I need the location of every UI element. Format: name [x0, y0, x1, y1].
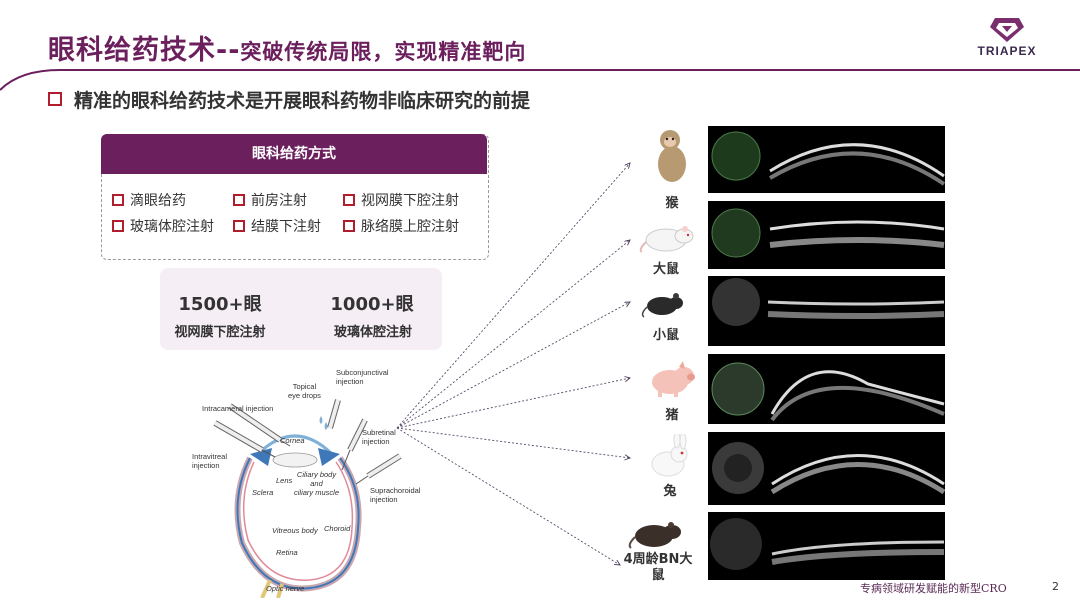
logo-mark-icon: [990, 18, 1024, 42]
label-sclera: Sclera: [252, 488, 274, 497]
animal-label: 猴: [665, 196, 679, 211]
option-square-icon: [112, 220, 124, 232]
option-square-icon: [343, 220, 355, 232]
oct-scan-image: [708, 432, 945, 505]
oct-scan-image: [708, 512, 945, 580]
option-square-icon: [233, 220, 245, 232]
title-sub: 突破传统局限，实现精准靶向: [240, 40, 527, 64]
label-optic-nerve: Optic nerve: [266, 584, 305, 593]
stat-label: 玻璃体腔注射: [333, 325, 412, 340]
stat-value: 1000+眼: [330, 294, 414, 315]
admin-option: 前房注射: [233, 190, 307, 210]
label-vitreous: Vitreous body: [272, 526, 318, 535]
animal-label: 4周龄BN大 鼠: [623, 552, 693, 583]
label-cornea: Cornea: [280, 436, 305, 445]
animal-label: 兔: [663, 484, 677, 499]
triapex-logo: TRIAPEX: [966, 14, 1048, 62]
oct-scan-image: [708, 276, 945, 346]
oct-scan-image: [708, 126, 945, 193]
animal-label: 大鼠: [652, 262, 679, 277]
oct-scan-image: [708, 201, 945, 269]
option-square-icon: [343, 194, 355, 206]
label-topical: Topical eye drops: [288, 382, 321, 400]
label-suprachoroidal: Suprachoroidal injection: [370, 486, 421, 504]
oct-scan-image: [708, 354, 945, 424]
label-subconjunctival: Subconjunctival injection: [336, 368, 389, 386]
option-square-icon: [233, 194, 245, 206]
label-choroid: Choroid: [324, 524, 351, 533]
label-retina: Retina: [276, 548, 298, 557]
label-subretinal: Subretinal injection: [362, 428, 396, 446]
mouse-icon: [640, 290, 690, 322]
option-square-icon: [112, 194, 124, 206]
pig-icon: [648, 358, 696, 402]
eye-cross-section-icon: [213, 399, 402, 599]
bn-rat-icon: [626, 518, 688, 554]
label-intracameral: Intracameral injection: [202, 404, 274, 413]
rabbit-icon: [646, 431, 692, 482]
rat-icon: [636, 222, 700, 258]
title-main: 眼科给药技术--: [48, 35, 241, 66]
page-number: 2: [1052, 580, 1059, 593]
label-ciliary: Ciliary body and ciliary muscle: [294, 470, 340, 497]
stat-value: 1500+眼: [178, 294, 262, 315]
admin-option: 玻璃体腔注射: [112, 216, 214, 236]
monkey-icon: [648, 124, 696, 190]
bullet-text: 精准的眼科给药技术是开展眼科药物非临床研究的前提: [74, 90, 531, 112]
label-lens: Lens: [276, 476, 293, 485]
stats-panel: [160, 268, 442, 350]
eye-injection-diagram: Topical eye drops Subconjunctival inject…: [190, 358, 450, 599]
bullet-square-icon: [48, 92, 62, 106]
admin-option: 滴眼给药: [112, 190, 186, 210]
label-intravitreal: Intravitreal injection: [192, 452, 228, 470]
page-title: 眼科给药技术--突破传统局限，实现精准靶向: [48, 28, 526, 67]
animal-label: 小鼠: [652, 328, 679, 343]
admin-option: 结膜下注射: [233, 216, 321, 236]
stat-label: 视网膜下腔注射: [174, 325, 266, 340]
logo-text: TRIAPEX: [977, 44, 1037, 58]
admin-option: 视网膜下腔注射: [343, 190, 459, 210]
footer-tagline: 专病领域研发赋能的新型CRO: [860, 582, 1007, 595]
admin-methods-heading: 眼科给药方式: [101, 134, 487, 174]
admin-option: 脉络膜上腔注射: [343, 216, 459, 236]
animal-label: 猪: [665, 408, 679, 423]
header-divider: [0, 69, 1080, 91]
